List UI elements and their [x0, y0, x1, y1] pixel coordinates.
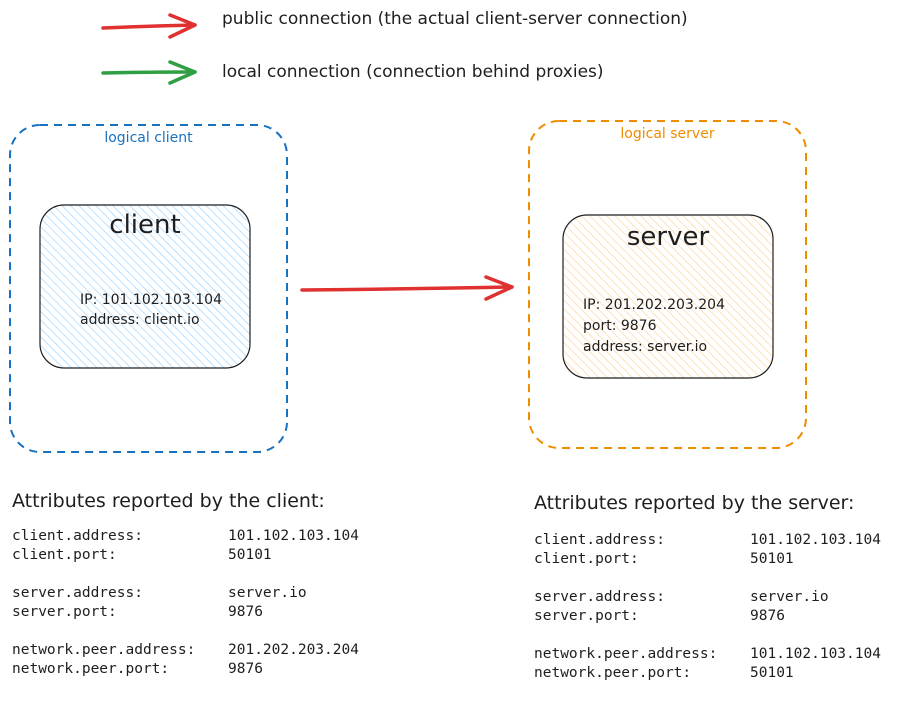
attr-value: 9876	[750, 608, 785, 624]
attr-value: 9876	[228, 661, 263, 677]
client-address: address: client.io	[80, 312, 200, 328]
client-ip: IP: 101.102.103.104	[80, 292, 222, 308]
attr-row: server.address: server.io	[12, 584, 392, 603]
client-attributes-table: client.address: 101.102.103.104 client.po…	[12, 527, 392, 679]
attr-key: client.port:	[534, 551, 639, 567]
attr-row: network.peer.address: 201.202.203.204	[12, 641, 392, 660]
attr-key: network.peer.address:	[12, 642, 196, 658]
attr-key: server.port:	[534, 608, 639, 624]
attr-value: server.io	[228, 585, 307, 601]
legend-green-arrow	[101, 60, 197, 85]
attr-row: network.peer.port: 9876	[12, 660, 392, 679]
attr-key: network.peer.port:	[12, 661, 170, 677]
attr-key: network.peer.port:	[534, 665, 692, 681]
legend-local-label: local connection (connection behind prox…	[222, 62, 604, 82]
server-node-details: IP: 201.202.203.204 port: 9876 address: …	[583, 295, 725, 358]
legend-public-label: public connection (the actual client-ser…	[222, 9, 688, 29]
attr-row: server.address: server.io	[534, 588, 900, 607]
attr-row: client.port: 50101	[534, 550, 900, 569]
attr-value: 9876	[228, 604, 263, 620]
attr-key: client.port:	[12, 547, 117, 563]
client-node-details: IP: 101.102.103.104 address: client.io	[80, 290, 222, 330]
attr-key: server.address:	[12, 585, 143, 601]
attr-value: 101.102.103.104	[228, 528, 359, 544]
server-attributes-table: client.address: 101.102.103.104 client.po…	[534, 531, 900, 683]
attr-key: server.port:	[12, 604, 117, 620]
attr-row: client.address: 101.102.103.104	[12, 527, 392, 546]
logical-server-label: logical server	[620, 126, 715, 142]
attr-value: 50101	[750, 551, 794, 567]
attr-row: client.address: 101.102.103.104	[534, 531, 900, 550]
server-address: address: server.io	[583, 339, 708, 355]
server-node-title: server	[626, 222, 710, 252]
attr-value: server.io	[750, 589, 829, 605]
logical-client-boundary	[9, 124, 288, 453]
client-attributes-heading: Attributes reported by the client:	[12, 490, 325, 512]
attr-value: 50101	[228, 547, 272, 563]
public-connection-arrow	[300, 275, 514, 301]
attr-row: network.peer.port: 50101	[534, 664, 900, 683]
server-attributes-heading: Attributes reported by the server:	[534, 492, 855, 514]
attr-key: server.address:	[534, 589, 665, 605]
legend-red-arrow	[101, 13, 197, 39]
attr-key: client.address:	[534, 532, 665, 548]
server-port: port: 9876	[583, 318, 657, 334]
attr-value: 101.102.103.104	[750, 646, 881, 662]
attr-value: 201.202.203.204	[228, 642, 359, 658]
server-ip: IP: 201.202.203.204	[583, 297, 725, 313]
attr-key: client.address:	[12, 528, 143, 544]
attr-row: client.port: 50101	[12, 546, 392, 565]
attr-row: network.peer.address: 101.102.103.104	[534, 645, 900, 664]
attr-row: server.port: 9876	[534, 607, 900, 626]
attr-key: network.peer.address:	[534, 646, 718, 662]
attr-value: 101.102.103.104	[750, 532, 881, 548]
server-node-box	[562, 214, 774, 379]
logical-client-label: logical client	[104, 130, 193, 146]
attr-value: 50101	[750, 665, 794, 681]
client-node-title: client	[109, 210, 181, 240]
client-node-box	[39, 204, 251, 369]
attr-row: server.port: 9876	[12, 603, 392, 622]
logical-server-boundary	[528, 120, 807, 449]
